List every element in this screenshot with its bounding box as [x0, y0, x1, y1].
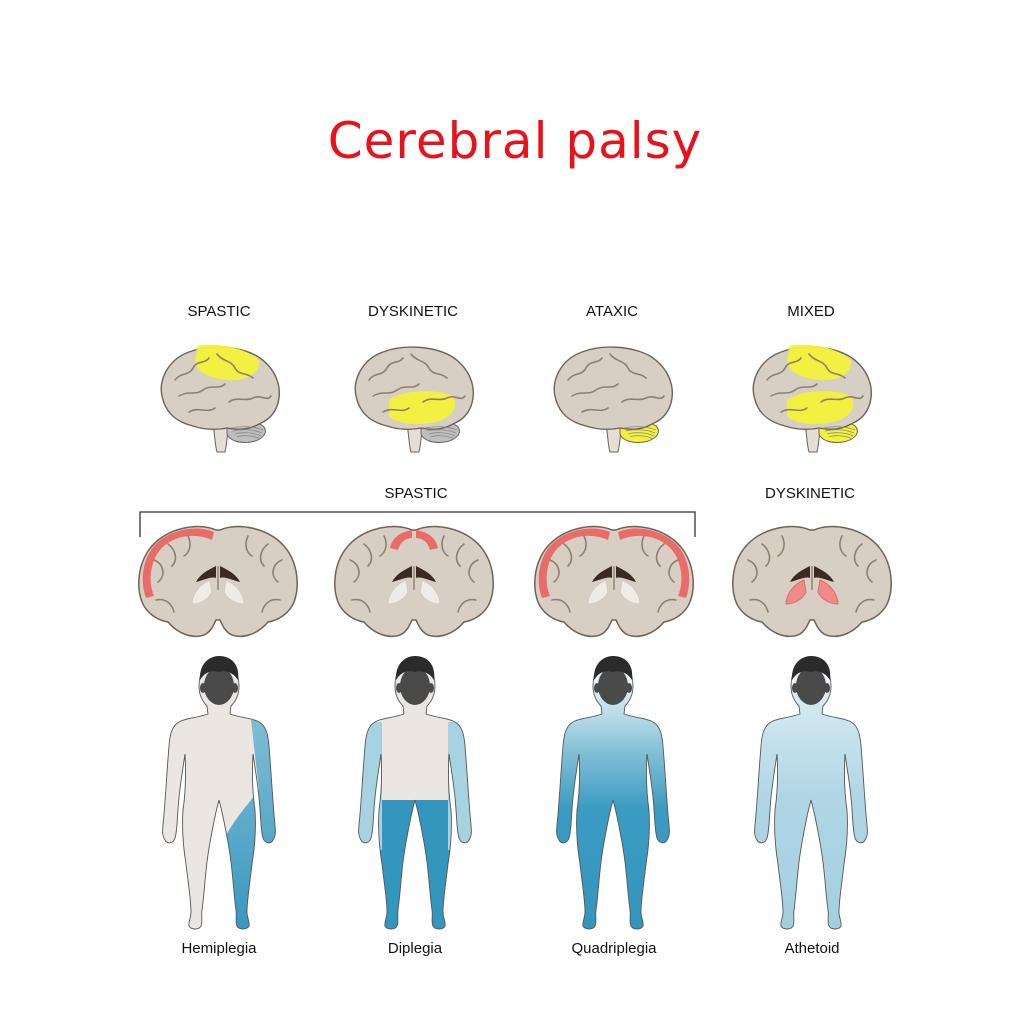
lateral-brain-ataxic [553, 346, 674, 453]
ventricle-left [790, 566, 810, 582]
coronal-brain-athetoid [732, 525, 892, 638]
body-figure-diplegia [358, 656, 472, 930]
hair-icon [791, 656, 831, 680]
ventricle-left [392, 566, 412, 582]
coronal-brain-quadriplegia [534, 525, 694, 638]
caption-athetoid: Athetoid [784, 940, 839, 957]
lateral-brain-dyskinetic [354, 346, 475, 453]
brain-type-label-dyskinetic: DYSKINETIC [368, 303, 458, 320]
ventricle-right [814, 566, 834, 582]
ventricle-right [416, 566, 436, 582]
highlight-motor-cortex [195, 344, 260, 380]
lateral-brain-spastic [160, 344, 281, 453]
affected-cortex-left [142, 528, 214, 598]
coronal-brain-diplegia [334, 525, 494, 638]
group-label-spastic: SPASTIC [384, 485, 447, 502]
basal-ganglia-right [619, 579, 641, 605]
basal-ganglia-right [419, 579, 441, 605]
body-figure-quadriplegia [556, 656, 670, 930]
page-title: Cerebral palsy [328, 112, 703, 170]
body-figure-athetoid [754, 656, 868, 930]
body-figures-row [162, 656, 868, 930]
basal-ganglia-left [587, 579, 609, 605]
hair-icon [593, 656, 633, 680]
affected-region-right-arm [448, 722, 472, 850]
face-icon [204, 667, 234, 705]
group-label-dyskinetic: DYSKINETIC [765, 485, 855, 502]
basal-ganglia-left [785, 579, 807, 605]
basal-ganglia-right [223, 579, 245, 605]
caption-hemiplegia: Hemiplegia [181, 940, 257, 957]
ventricle-left [592, 566, 612, 582]
basal-ganglia-right [817, 579, 839, 605]
ventricle-left [196, 566, 216, 582]
basal-ganglia-left [191, 579, 213, 605]
coronal-brain-hemiplegia [138, 525, 298, 638]
brain-type-label-mixed: MIXED [787, 303, 835, 320]
face-icon [796, 667, 826, 705]
affected-cortex-left [538, 528, 610, 598]
affected-cortex-medial-right [416, 530, 438, 550]
brain-type-label-ataxic: ATAXIC [586, 303, 638, 320]
affected-cortex-medial-left [390, 530, 412, 550]
face-icon [400, 667, 430, 705]
affected-cortex-right [618, 528, 690, 598]
caption-quadriplegia: Quadriplegia [571, 940, 657, 957]
highlight-motor-cortex [787, 344, 852, 380]
ventricle-right [616, 566, 636, 582]
lateral-brains-row [160, 344, 873, 453]
coronal-brains-row [138, 525, 892, 638]
caption-diplegia: Diplegia [388, 940, 443, 957]
brain-type-label-spastic: SPASTIC [187, 303, 250, 320]
hair-icon [199, 656, 239, 680]
body-figure-hemiplegia [162, 656, 276, 930]
spastic-group-bracket [139, 511, 696, 537]
ventricle-right [220, 566, 240, 582]
lateral-brain-mixed [752, 344, 873, 453]
basal-ganglia-left [387, 579, 409, 605]
face-icon [598, 667, 628, 705]
affected-region-left-arm [358, 722, 382, 850]
hair-icon [395, 656, 435, 680]
